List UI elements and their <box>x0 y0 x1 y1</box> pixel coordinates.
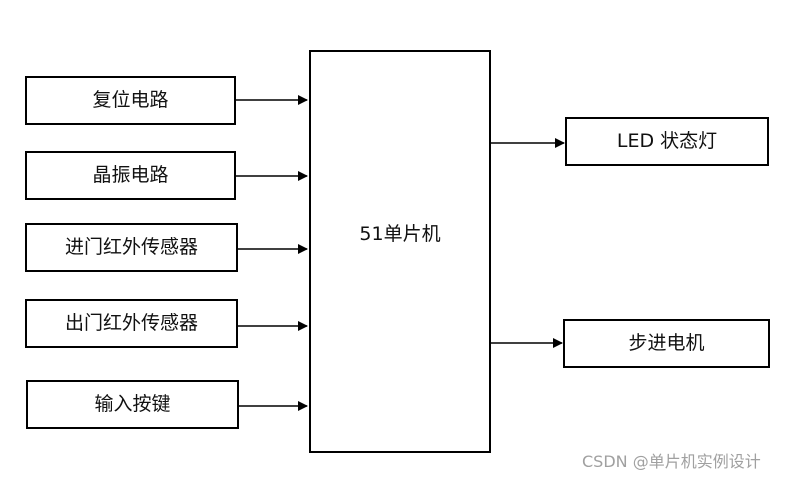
mcu-block: 51单片机 <box>309 50 491 453</box>
input-keys-block: 输入按键 <box>26 380 239 429</box>
crystal-oscillator-block: 晶振电路 <box>25 151 236 200</box>
mcu-label: 51单片机 <box>359 223 441 245</box>
stepper-motor-block: 步进电机 <box>563 319 770 368</box>
entry-ir-sensor-block: 进门红外传感器 <box>25 223 238 272</box>
watermark-text: CSDN @单片机实例设计 <box>582 452 761 471</box>
led-status-block: LED 状态灯 <box>565 117 769 166</box>
reset-circuit-block: 复位电路 <box>25 76 236 125</box>
exit-ir-sensor-block: 出门红外传感器 <box>25 299 238 348</box>
